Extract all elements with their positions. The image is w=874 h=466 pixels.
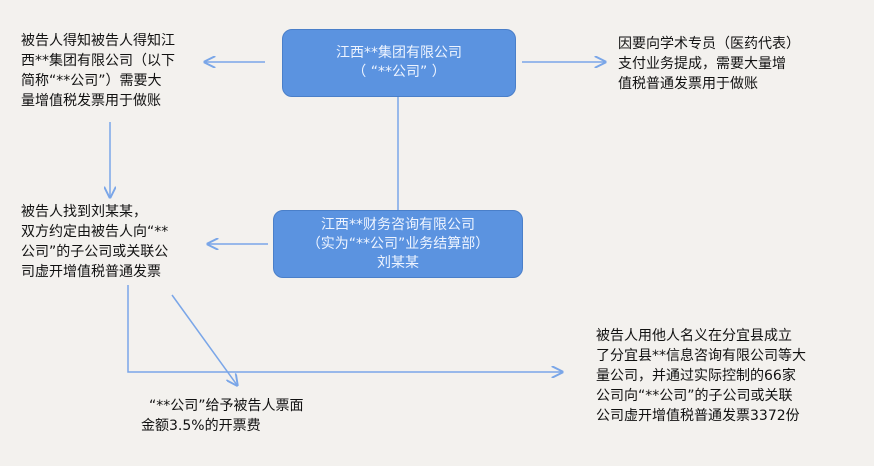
note-line: 被告人找到刘某某， <box>21 204 147 220</box>
box-line: 刘某某 <box>377 254 419 271</box>
note-line: 值税普通发票用于做账 <box>618 76 758 92</box>
note-line: 支付业务提成，需要大量增 <box>618 56 786 72</box>
arrow-to-companies <box>127 285 562 372</box>
note-found-liu: 被告人找到刘某某， 双方约定由被告人向“** 公司”的子公司或关联公 司虚开增值… <box>21 202 168 282</box>
note-line: 双方约定由被告人向“** <box>21 224 169 240</box>
box-line: （实为“**公司”业务结算部） <box>306 235 490 252</box>
note-line: 司虚开增值税普通发票 <box>21 264 161 280</box>
note-companies: 被告人用他人名义在分宜县成立 了分宜县**信息咨询有限公司等大 量公司，并通过实… <box>596 326 806 426</box>
note-line: 量公司，并通过实际控制的66家 <box>596 368 796 384</box>
note-line: 量增值税发票用于做账 <box>21 93 161 109</box>
note-line: 简称“**公司”）需要大 <box>21 73 162 89</box>
note-line: 因要向学术专员（医药代表） <box>618 36 800 52</box>
note-line: 公司”的子公司或关联公 <box>21 244 169 260</box>
box-line: （ “**公司” ） <box>352 64 446 80</box>
note-learned: 被告人得知被告人得知江 西**集团有限公司（以下 简称“**公司”）需要大 量增… <box>21 31 175 111</box>
note-line: 西**集团有限公司（以下 <box>21 53 175 69</box>
box-finance-company: 江西**财务咨询有限公司 （实为“**公司”业务结算部） 刘某某 <box>273 210 523 278</box>
box-line: 江西**财务咨询有限公司 <box>321 216 475 233</box>
box-line: 江西**集团有限公司 <box>336 45 462 61</box>
note-line: 被告人得知被告人得知江 <box>21 33 175 49</box>
box-group-company: 江西**集团有限公司 （ “**公司” ） <box>282 29 516 97</box>
arrow-to-fee <box>171 294 237 385</box>
note-line: 公司向“**公司”的子公司或关联 <box>596 388 793 404</box>
note-line: “**公司”给予被告人票面 <box>149 398 304 414</box>
note-academic: 因要向学术专员（医药代表） 支付业务提成，需要大量增 值税普通发票用于做账 <box>618 34 800 94</box>
note-fee: “**公司”给予被告人票面 金额3.5%的开票费 <box>141 396 304 436</box>
note-line: 金额3.5%的开票费 <box>141 418 261 434</box>
note-line: 公司虚开增值税普通发票3372份 <box>596 408 800 424</box>
note-line: 被告人用他人名义在分宜县成立 <box>596 328 792 344</box>
note-line: 了分宜县**信息咨询有限公司等大 <box>596 348 806 364</box>
